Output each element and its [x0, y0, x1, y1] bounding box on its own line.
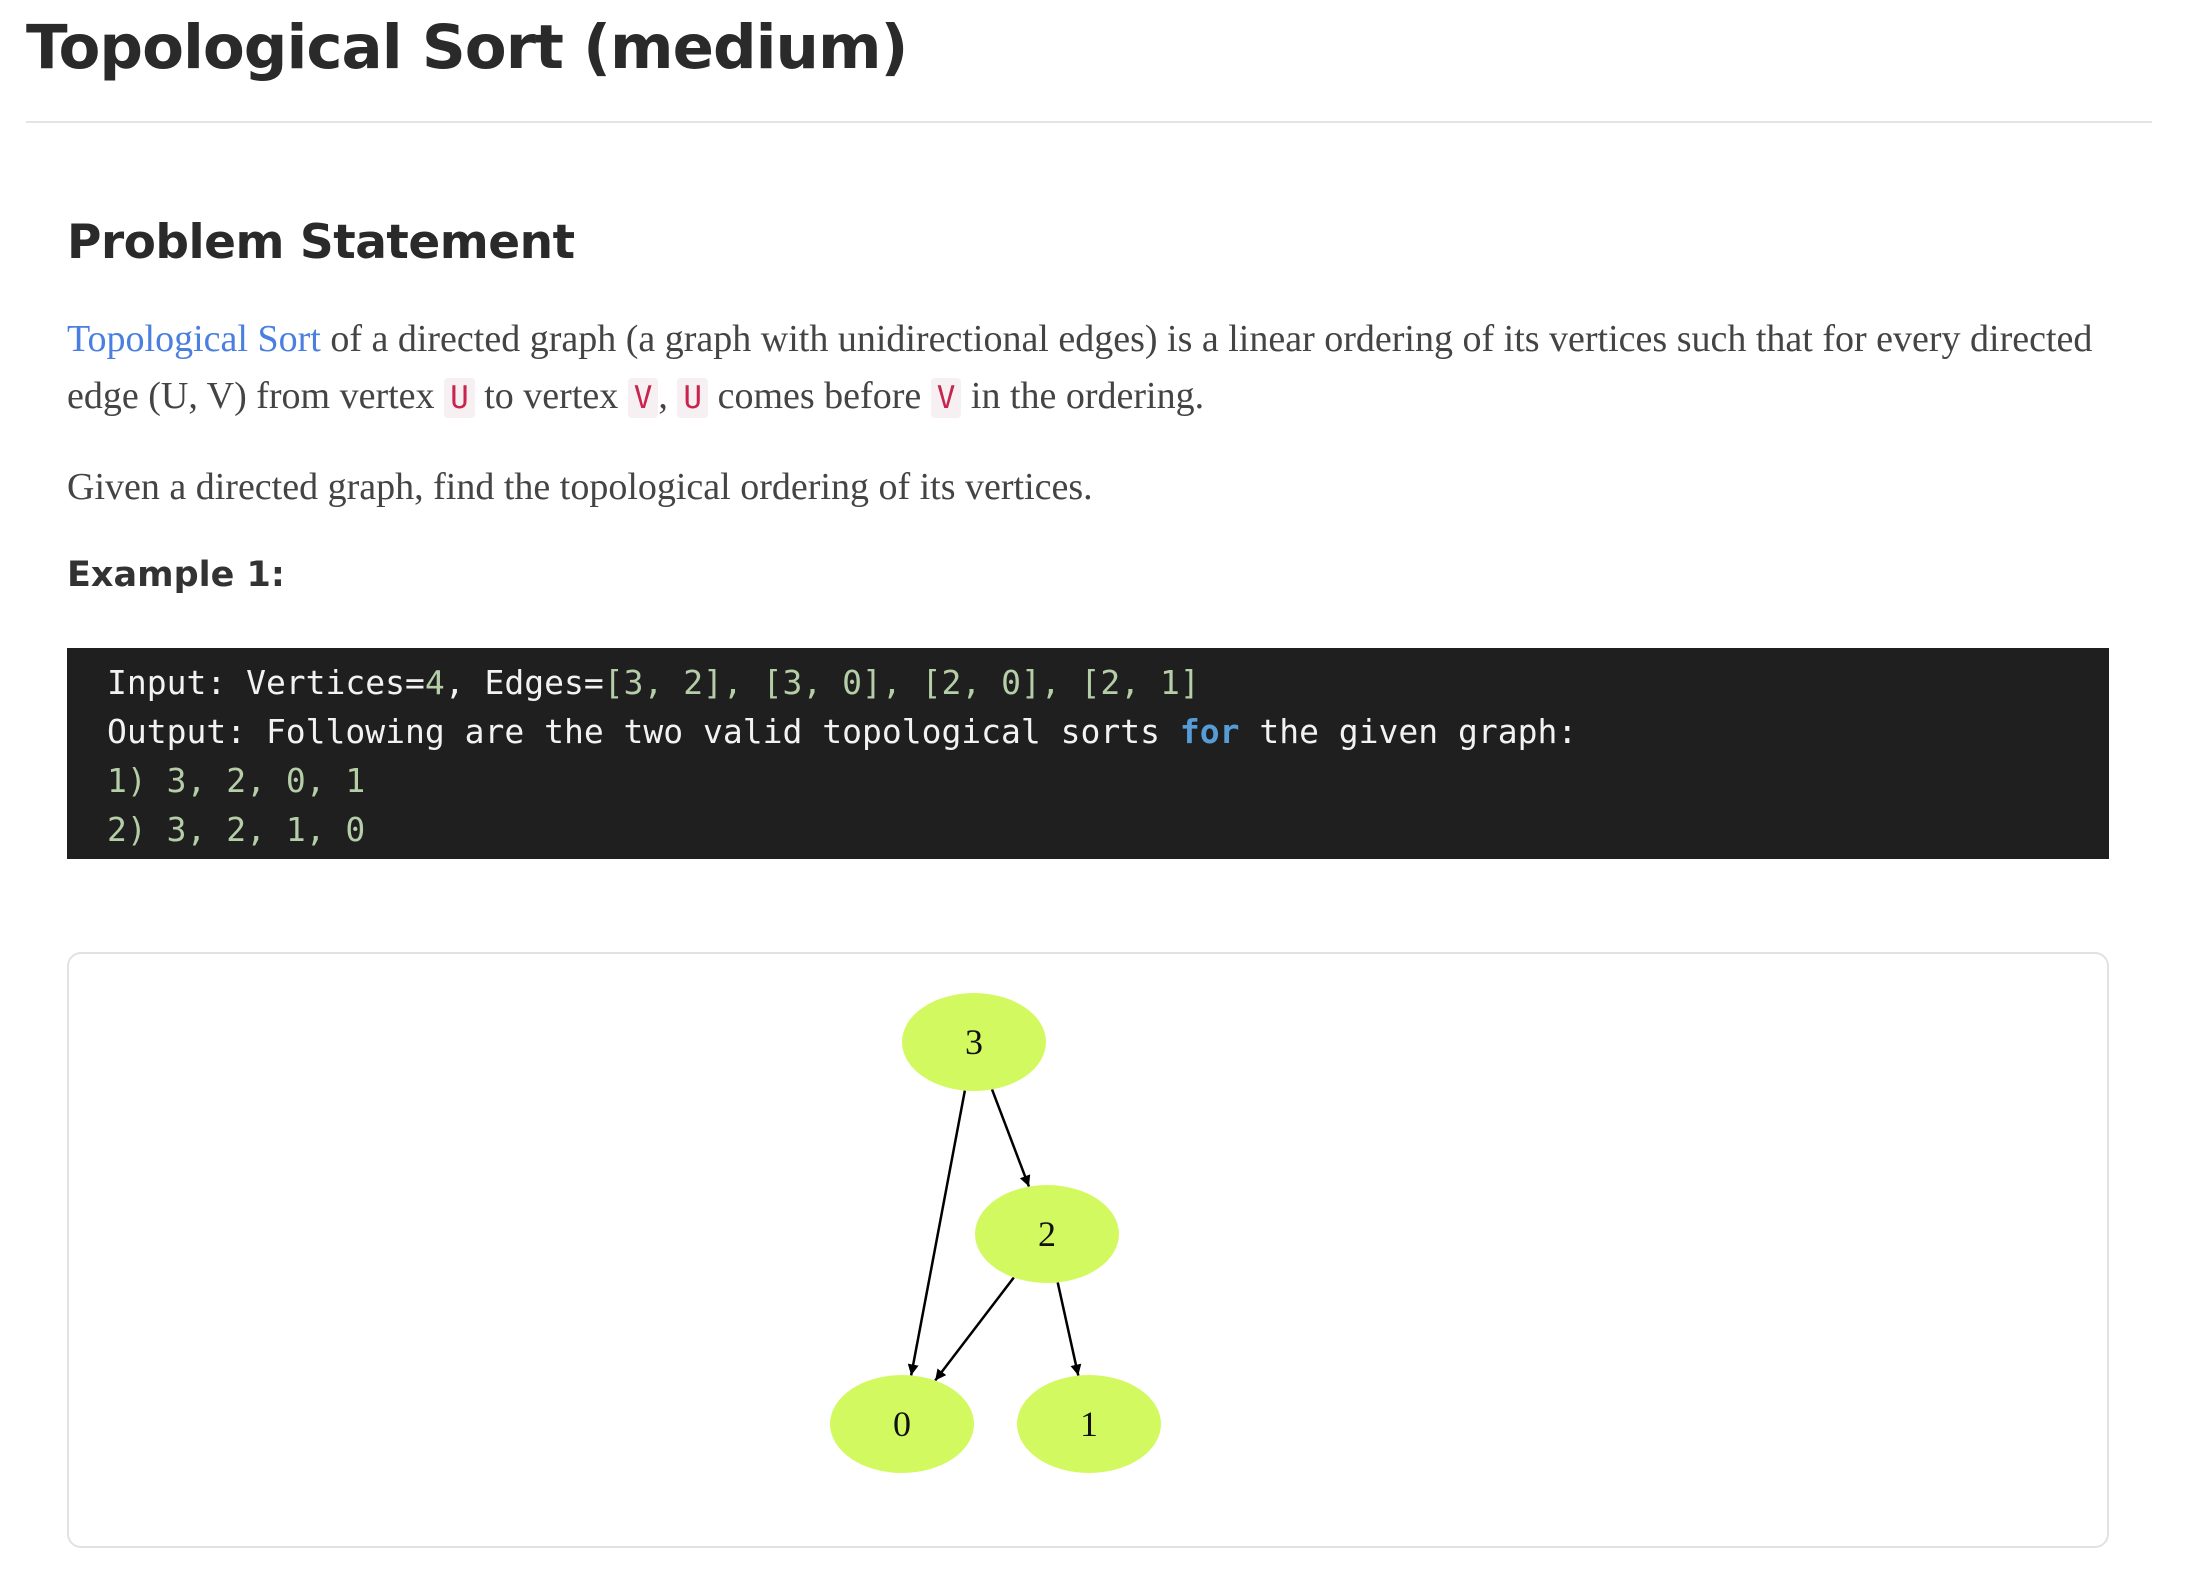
task-paragraph: Given a directed graph, find the topolog…: [67, 466, 1093, 508]
title-divider: [26, 121, 2152, 123]
node-ellipse: [1017, 1375, 1161, 1473]
intro-text-1: of a directed graph (a graph with unidir…: [67, 318, 2093, 417]
graph-node-0: 0: [830, 1375, 974, 1473]
section-heading: Problem Statement: [67, 215, 575, 270]
intro-text-2: to vertex: [474, 375, 628, 417]
topological-sort-link[interactable]: Topological Sort: [67, 318, 321, 360]
code-line-2: Output: Following are the two valid topo…: [107, 712, 1578, 751]
inline-code-u: U: [444, 378, 475, 418]
example-heading: Example 1:: [67, 555, 285, 595]
code-line-3: 1) 3, 2, 0, 1: [107, 761, 366, 800]
graph-diagram: 3 2 0 1: [830, 993, 1161, 1473]
node-label: 1: [1080, 1404, 1098, 1444]
graph-node-1: 1: [1017, 1375, 1161, 1473]
graph-diagram-card: 3 2 0 1: [67, 952, 2109, 1548]
page-title: Topological Sort (medium): [26, 12, 908, 83]
graph-node-3: 3: [902, 993, 1046, 1091]
example-code-block[interactable]: Input: Vertices=4, Edges=[3, 2], [3, 0],…: [67, 648, 2109, 859]
intro-paragraph: Topological Sort of a directed graph (a …: [67, 311, 2127, 427]
intro-text-3: ,: [658, 375, 678, 417]
node-ellipse: [902, 993, 1046, 1091]
intro-text-5: in the ordering.: [961, 375, 1205, 417]
code-line-1: Input: Vertices=4, Edges=[3, 2], [3, 0],…: [107, 663, 1200, 702]
graph-node-2: 2: [975, 1185, 1119, 1283]
node-ellipse: [975, 1185, 1119, 1283]
intro-text-4: comes before: [708, 375, 931, 417]
edge-2-to-1: [1056, 1282, 1082, 1376]
node-ellipse: [830, 1375, 974, 1473]
inline-code-v: V: [627, 378, 659, 418]
code-line-4: 2) 3, 2, 1, 0: [107, 810, 366, 849]
edge-2-to-0: [934, 1276, 1015, 1382]
node-label: 3: [965, 1022, 983, 1062]
node-label: 2: [1038, 1214, 1056, 1254]
node-label: 0: [893, 1404, 911, 1444]
edge-3-to-0: [907, 1090, 967, 1376]
edge-3-to-2: [990, 1088, 1031, 1188]
inline-code-u: U: [677, 378, 709, 418]
inline-code-v: V: [930, 378, 962, 418]
